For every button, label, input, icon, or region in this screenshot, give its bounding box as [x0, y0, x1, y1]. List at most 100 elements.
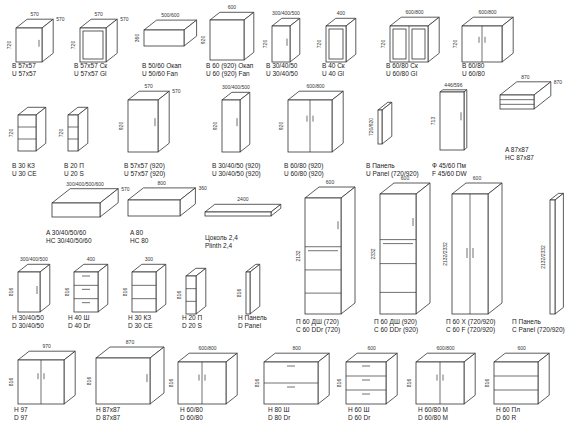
model-code: HC 30/40/50/60 [46, 238, 92, 245]
dimension: 816 [169, 379, 174, 387]
model-code: C 60 F (720/920) [446, 327, 495, 334]
dimension: 500/600 [161, 13, 179, 18]
cabinet-stroke [132, 285, 156, 286]
cabinet-stroke [494, 390, 538, 391]
cabinet-stroke [199, 375, 200, 381]
dimension: 713 [431, 117, 436, 125]
model-code: B 50/60 Окап [142, 63, 181, 70]
cabinet-stroke [82, 276, 90, 277]
cabinet-stroke [464, 353, 475, 404]
dimension: 2332 [371, 248, 376, 259]
dimension: 2132/2332 [541, 245, 546, 269]
dimension: 570 [172, 89, 180, 94]
cabinet-stroke [196, 268, 206, 314]
model-code: B 57x57 [12, 63, 36, 70]
dimension: 870 [126, 340, 134, 345]
dimension: 600 [473, 176, 481, 181]
cabinet-stroke [416, 362, 464, 404]
cabinet-stroke [329, 29, 343, 59]
model-code: H 87x87 [96, 407, 120, 414]
dimension: 720 [71, 41, 76, 49]
cabinet-stroke [68, 127, 78, 128]
model-code: D 20 S [182, 323, 202, 330]
model-code: B 30/40/50 [266, 63, 297, 70]
cabinet-stroke [482, 26, 483, 62]
model-code: U 50/60 Fan [142, 71, 178, 78]
cabinet-stroke [383, 243, 413, 244]
cabinet-stroke [488, 183, 502, 314]
cabinet-stroke [494, 362, 538, 404]
cabinet-stroke [36, 107, 46, 151]
cabinet-stroke [413, 218, 414, 226]
cabinet-stroke [16, 28, 42, 62]
cabinet-stroke [150, 347, 164, 404]
cabinet-stroke [38, 373, 39, 379]
dimension: 920 [279, 122, 284, 130]
cabinet-stroke [37, 286, 38, 294]
dimension: 800 [292, 346, 300, 351]
cabinet-stroke [338, 221, 339, 229]
dimension: 720 [263, 40, 268, 48]
dimension: 920 [213, 122, 218, 130]
model-code: H 60/80 M [418, 407, 448, 414]
cabinet-stroke [40, 264, 50, 312]
cabinet-stroke [494, 376, 538, 377]
model-code: B 57x57 (920) [124, 163, 165, 170]
model-code: HC 87x87 [505, 155, 534, 162]
dimension: 600/800 [406, 10, 424, 15]
model-code: B 30/40/50 (920) [212, 163, 260, 170]
cabinet-stroke [226, 353, 237, 404]
cabinet-stroke [305, 269, 341, 270]
dimension: 600 [228, 5, 236, 10]
model-code: C 60 DDr (920) [374, 327, 418, 334]
cabinet-stroke [250, 264, 260, 314]
cabinet-stroke [437, 375, 438, 381]
cabinet-stroke [305, 246, 341, 247]
model-code: B 57x57 Ск [74, 63, 107, 70]
dimension: 360 [198, 185, 206, 190]
cabinet-stroke [64, 351, 75, 404]
model-code: C 60 DDr (720) [296, 327, 340, 334]
dimension: 600 [517, 346, 525, 351]
cabinet-stroke [307, 116, 308, 122]
cabinet-stroke [500, 95, 534, 109]
dimension: 400 [337, 11, 345, 16]
cabinet-stroke [78, 107, 88, 151]
cabinet-stroke [272, 26, 290, 62]
model-code: D 30 CE [128, 323, 153, 330]
cabinet-stroke [210, 20, 244, 60]
cabinet-stroke [380, 263, 416, 264]
cabinet-stroke [240, 92, 250, 152]
cabinet-stroke [68, 139, 78, 140]
cabinet-stroke [386, 353, 397, 404]
cabinet-stroke [305, 198, 341, 314]
dimension: 300/400/500/600 [66, 181, 104, 186]
cabinet-stroke [287, 39, 288, 46]
model-code: U 60 (920) Fan [206, 71, 250, 78]
cabinet-stroke [52, 203, 100, 217]
dimension: 570 [56, 17, 64, 22]
cabinet-stroke [416, 183, 430, 314]
model-code: U 30/40/50 [266, 71, 298, 78]
model-code: B 60 (920) Окап [206, 63, 253, 70]
dimension: 600 [401, 176, 409, 181]
cabinet-stroke [264, 362, 318, 404]
model-code: U 60/80 Gl [386, 71, 417, 78]
model-code: B Панель [366, 163, 395, 170]
model-code: D 87x87 [96, 415, 120, 422]
cabinet-stroke [440, 92, 464, 150]
dimension: 720 [9, 129, 14, 137]
model-code: П Панель [512, 319, 541, 326]
model-code: D 60 R [496, 415, 516, 422]
model-code: D 60 Dr [348, 415, 370, 422]
cabinet-stroke [237, 118, 238, 126]
cabinet-stroke [390, 26, 428, 62]
dimension: 570 [121, 186, 129, 191]
dimension: 570 [94, 12, 102, 17]
cabinet-stroke [96, 358, 150, 404]
dimension: 720 [7, 41, 12, 49]
cabinet-stroke [156, 264, 166, 312]
cabinet-stroke [462, 26, 502, 62]
cabinet-stroke [82, 302, 90, 303]
cabinet-stroke [132, 272, 156, 312]
